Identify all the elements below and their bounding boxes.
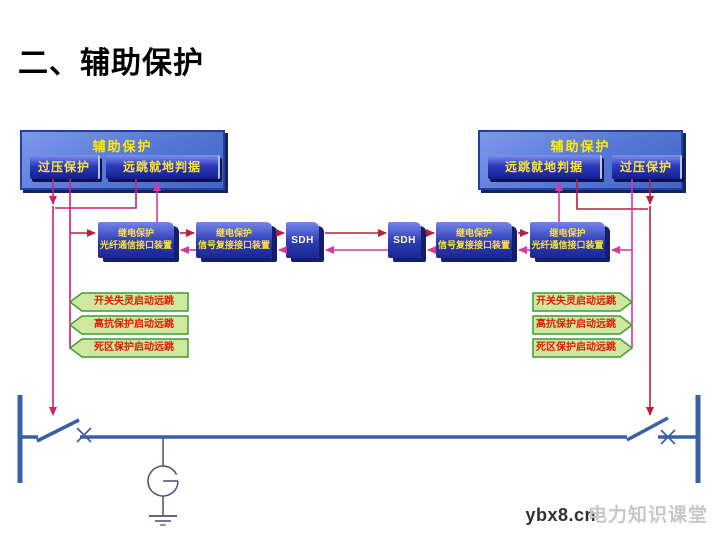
signal-label-reactor-protection-left: 高抗保护启动远跳 [94, 319, 174, 330]
watermark: ybx8.cn 电力知识课堂 [525, 500, 708, 527]
aux-protection-panel-left: 辅助保护 过压保护 远跳就地判据 [20, 130, 225, 190]
breaker-x-icon-right [660, 429, 676, 445]
disconnector-blade-right [626, 416, 669, 442]
device-label-line1: 继电保护 [117, 228, 154, 239]
device-label-line1: 继电保护 [549, 228, 586, 239]
device-label-line2: 光纤通信接口装置 [99, 240, 172, 250]
aux-protection-panel-right: 辅助保护 远跳就地判据 过压保护 [478, 130, 683, 190]
panel-title-right: 辅助保护 [550, 139, 611, 154]
panel-title-left: 辅助保护 [92, 139, 153, 154]
remote-trip-criteria-box-right: 远跳就地判据 [488, 155, 602, 179]
ground-icon [149, 515, 177, 526]
device-label-line1: 继电保护 [215, 228, 252, 239]
device-label-line2: 信号复接接口装置 [197, 240, 270, 250]
watermark-site: ybx8.cn [525, 505, 596, 525]
overvoltage-protection-box-right: 过压保护 [612, 155, 682, 179]
page-title: 二、辅助保护 [18, 47, 204, 80]
shunt-reactor-icon [147, 438, 179, 515]
device-label-line2: 信号复接接口装置 [437, 240, 510, 250]
sdh-label: SDH [291, 234, 314, 246]
sdh-node-right: SDH [388, 222, 421, 258]
fiber-interface-device-left: 继电保护 光纤通信接口装置 [98, 222, 174, 258]
signal-label-breaker-failure-left: 开关失灵启动远跳 [94, 296, 174, 307]
signal-label-reactor-protection-right: 高抗保护启动远跳 [536, 319, 616, 330]
sdh-label: SDH [393, 234, 416, 246]
signal-mux-device-right: 继电保护 信号复接接口装置 [436, 222, 512, 258]
breaker-x-icon-left [76, 427, 92, 443]
device-label-line1: 继电保护 [455, 228, 492, 239]
sdh-node-left: SDH [286, 222, 319, 258]
signal-mux-device-left: 继电保护 信号复接接口装置 [196, 222, 272, 258]
signal-label-breaker-failure-right: 开关失灵启动远跳 [536, 296, 616, 307]
overvoltage-protection-box-left: 过压保护 [30, 155, 100, 179]
device-label-line2: 光纤通信接口装置 [531, 240, 604, 250]
fiber-interface-device-right: 继电保护 光纤通信接口装置 [530, 222, 605, 258]
signal-label-dead-zone-right: 死区保护启动远跳 [536, 342, 616, 353]
disconnector-blade-left [36, 418, 80, 443]
signal-label-dead-zone-left: 死区保护启动远跳 [94, 342, 174, 353]
watermark-name: 电力知识课堂 [587, 505, 708, 526]
remote-trip-criteria-box-left: 远跳就地判据 [106, 155, 220, 179]
